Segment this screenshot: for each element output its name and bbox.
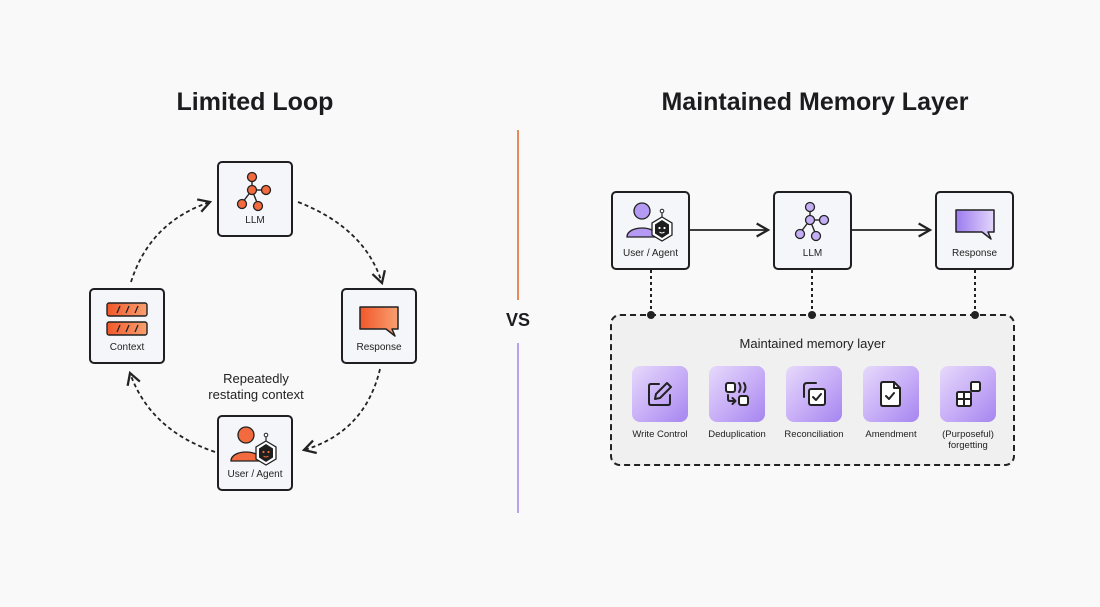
user-agent-icon [625, 202, 673, 242]
memory-layer-title: Maintained Memory Layer [661, 88, 969, 116]
feature-purposeful-forgetting: (Purposeful) forgetting [932, 366, 1004, 451]
node-response-right: Response [935, 191, 1014, 270]
feature-label: Deduplication [708, 429, 766, 440]
memory-layer-heading: Maintained memory layer [739, 336, 886, 351]
arrow-context-to-llm [130, 198, 213, 283]
node-user-agent-right: User / Agent [611, 191, 690, 270]
arrow-user-to-context [126, 370, 216, 453]
feature-label-line2: forgetting [948, 440, 988, 451]
llm-network-icon [794, 201, 829, 242]
llm-network-icon [236, 171, 272, 212]
deduplication-icon [725, 382, 749, 406]
blocks-icon [956, 381, 981, 407]
node-response-left: Response [341, 288, 417, 364]
feature-label: (Purposeful) forgetting [932, 429, 1004, 451]
feature-label: Write Control [632, 429, 688, 440]
node-context-label: Context [109, 342, 145, 353]
vs-label: VS [505, 310, 530, 330]
edit-icon [648, 382, 672, 406]
reconciliation-icon [803, 382, 826, 406]
feature-amendment: Amendment [855, 366, 927, 440]
node-response-label: Response [356, 342, 402, 353]
arrow-llm-to-response [297, 201, 386, 286]
feature-label-line1: (Purposeful) [942, 429, 994, 440]
loop-note-line2: restating context [208, 387, 304, 402]
node-user-agent-label: User / Agent [622, 248, 679, 259]
context-stack-icon [106, 302, 148, 336]
limited-loop-title: Limited Loop [176, 88, 334, 116]
chat-bubble-icon [954, 209, 995, 240]
node-user-agent-label: User / Agent [227, 469, 283, 480]
node-llm-left: LLM [217, 161, 293, 237]
arrow-response-to-user [301, 368, 381, 455]
node-llm-right: LLM [773, 191, 852, 270]
node-context-left: Context [89, 288, 165, 364]
node-llm-label: LLM [245, 215, 265, 226]
user-agent-icon [230, 426, 277, 466]
chat-bubble-icon [359, 306, 399, 337]
document-check-icon [880, 381, 901, 407]
feature-label: Reconciliation [784, 429, 844, 440]
feature-label: Amendment [865, 429, 917, 440]
junction-dot-user [647, 311, 655, 319]
junction-dot-response [971, 311, 979, 319]
loop-note: Repeatedly restating context [196, 371, 316, 403]
feature-write-control: Write Control [624, 366, 696, 440]
loop-note-line1: Repeatedly [223, 371, 289, 386]
feature-reconciliation: Reconciliation [778, 366, 850, 440]
node-llm-label: LLM [802, 248, 823, 259]
node-user-agent-left: User / Agent [217, 415, 293, 491]
junction-dot-llm [808, 311, 816, 319]
node-response-label: Response [951, 248, 998, 259]
feature-deduplication: Deduplication [701, 366, 773, 440]
